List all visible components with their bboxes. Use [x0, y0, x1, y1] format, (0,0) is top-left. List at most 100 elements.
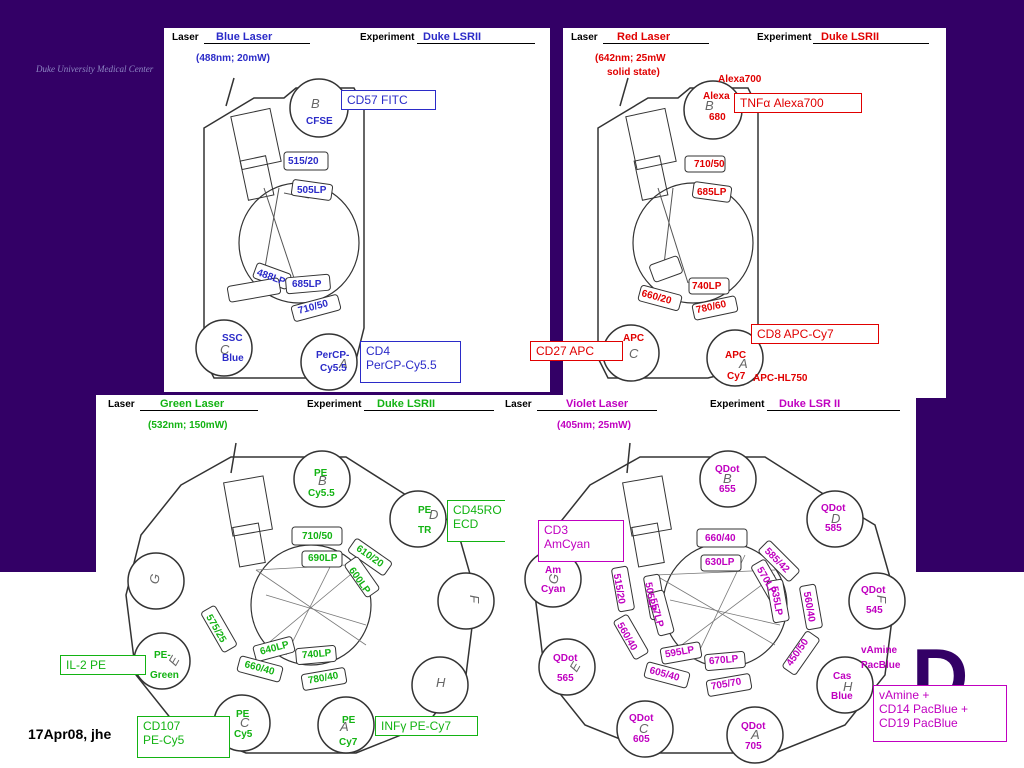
- marker-box-cd4-percp: CD4 PerCP-Cy5.5: [360, 341, 461, 383]
- position-c: C: [220, 342, 230, 357]
- violet-optical-diagram: [524, 442, 906, 764]
- detector-pe-green-pe: PE-: [154, 650, 171, 661]
- detector-qdot545-545: 545: [866, 605, 883, 616]
- detector-pe-cy7-pe: PE: [342, 715, 356, 726]
- detector-apc: APC: [623, 333, 645, 344]
- experiment-underline: [767, 410, 900, 411]
- detector-qdot705-705: 705: [745, 741, 762, 752]
- filter-685lp: 685LP: [697, 187, 727, 198]
- detector-alexa700-label: Alexa700: [718, 74, 762, 85]
- experiment-name: Duke LSRII: [377, 398, 436, 410]
- detector-pe-green-green: Green: [150, 670, 179, 681]
- laser-label: Laser: [108, 399, 135, 410]
- marker-box-il2-pe: IL-2 PE: [60, 655, 146, 675]
- detector-qdot605-qdot: QDot: [629, 713, 654, 724]
- laser-spec: (488nm; 20mW): [196, 53, 270, 64]
- position-h: H: [436, 675, 446, 690]
- experiment-name: Duke LSR II: [779, 398, 841, 410]
- laser-underline: [603, 43, 709, 44]
- filter-670lp: 670LP: [708, 653, 739, 668]
- detector-amcyan-cyan: Cyan: [541, 584, 566, 595]
- marker-cd19-pacblue: CD19 PacBlue: [879, 716, 958, 730]
- laser-name: Blue Laser: [216, 31, 273, 43]
- marker-cd3: CD3: [544, 523, 569, 537]
- detector-qdot565-565: 565: [557, 673, 574, 684]
- laser-spec-line2: solid state): [607, 67, 660, 78]
- position-b: B: [311, 96, 320, 111]
- laser-underline: [537, 410, 657, 411]
- red-optical-diagram: [597, 77, 764, 387]
- position-a: A: [340, 719, 349, 734]
- detector-pe-tr-pe: PE: [418, 505, 432, 516]
- experiment-underline: [813, 43, 929, 44]
- detector-pe-cy7-cy7: Cy7: [339, 737, 358, 748]
- detector-apc-hl750: APC-HL750: [753, 373, 808, 384]
- detector-qdot545-qdot: QDot: [861, 585, 886, 596]
- green-laser-panel: Laser Green Laser Experiment Duke LSRII …: [96, 395, 506, 768]
- laser-label: Laser: [172, 32, 199, 43]
- marker-box-cd27-apc: CD27 APC: [530, 341, 623, 361]
- marker-box-cd57-fitc: CD57 FITC: [341, 90, 436, 110]
- laser-underline: [140, 410, 258, 411]
- position-d: D: [429, 507, 439, 522]
- org-logo-text: Duke University Medical Center: [36, 64, 154, 74]
- position-f: F: [873, 595, 889, 603]
- detector-cy7: Cy7: [727, 371, 746, 382]
- green-optical-diagram: [125, 442, 495, 754]
- detector-qdot585-585: 585: [825, 523, 842, 534]
- blue-laser-panel: Laser Blue Laser Experiment Duke LSRII (…: [164, 28, 550, 392]
- position-c: C: [639, 721, 649, 736]
- filter-515-20: 515/20: [288, 156, 319, 167]
- position-d: D: [831, 511, 841, 526]
- marker-percp-cy55: PerCP-Cy5.5: [366, 358, 437, 372]
- detector-pe-tr-tr: TR: [418, 525, 432, 536]
- filter-630lp: 630LP: [705, 557, 735, 568]
- filter-505lp: 505LP: [297, 185, 327, 196]
- detector-vamine: vAmine: [861, 645, 898, 656]
- experiment-label: Experiment: [710, 399, 765, 410]
- detector-pe-cy5-cy5: Cy5: [234, 729, 253, 740]
- detector-qdot565-qdot: QDot: [553, 653, 578, 664]
- laser-label: Laser: [505, 399, 532, 410]
- marker-cd4: CD4: [366, 344, 391, 358]
- detector-percp: PerCP-: [316, 350, 350, 361]
- position-b: B: [705, 98, 714, 113]
- filter-710-50: 710/50: [302, 531, 333, 542]
- red-laser-panel: Laser Red Laser Experiment Duke LSRII (6…: [563, 28, 946, 398]
- detector-cfse: CFSE: [306, 116, 333, 127]
- marker-box-vamine-pacblue: vAmine + CD14 PacBlue + CD19 PacBlue: [873, 685, 1007, 742]
- detector-qdot655-655: 655: [719, 484, 736, 495]
- detector-amcyan-am: Am: [545, 565, 562, 576]
- marker-ecd: ECD: [453, 517, 479, 531]
- detector-qdot605-605: 605: [633, 734, 650, 745]
- marker-cd45ro: CD45RO: [453, 503, 502, 517]
- position-h: H: [843, 679, 853, 694]
- marker-cd14-pacblue: CD14 PacBlue +: [879, 702, 969, 716]
- position-a: A: [739, 356, 748, 371]
- experiment-underline: [364, 410, 494, 411]
- detector-pe-cy55-cy55: Cy5.5: [308, 488, 335, 499]
- laser-spec: (532nm; 150mW): [148, 420, 228, 431]
- experiment-name: Duke LSRII: [821, 31, 880, 43]
- laser-name: Red Laser: [617, 31, 671, 43]
- position-a: A: [339, 356, 348, 371]
- detector-alexa: Alexa: [703, 91, 730, 102]
- position-a: A: [751, 727, 760, 742]
- detector-ssc: SSC: [222, 333, 243, 344]
- marker-box-cd107-pe-cy5: CD107 PE-Cy5: [137, 716, 230, 758]
- detector-casblue-cas: Cas: [833, 671, 852, 682]
- position-f: F: [466, 595, 482, 603]
- laser-name: Violet Laser: [566, 398, 629, 410]
- marker-cd107: CD107: [143, 719, 181, 733]
- filter-660-40: 660/40: [705, 533, 736, 544]
- detector-pe-cy5-pe: PE: [236, 709, 250, 720]
- filter-710-50: 710/50: [694, 159, 725, 170]
- laser-label: Laser: [571, 32, 598, 43]
- position-b: B: [318, 473, 327, 488]
- laser-underline: [204, 43, 310, 44]
- detector-680: 680: [709, 112, 726, 123]
- position-b: B: [723, 471, 732, 486]
- laser-spec: (405nm; 25mW): [557, 420, 631, 431]
- detector-qdot585-qdot: QDot: [821, 503, 846, 514]
- position-g: G: [146, 572, 163, 586]
